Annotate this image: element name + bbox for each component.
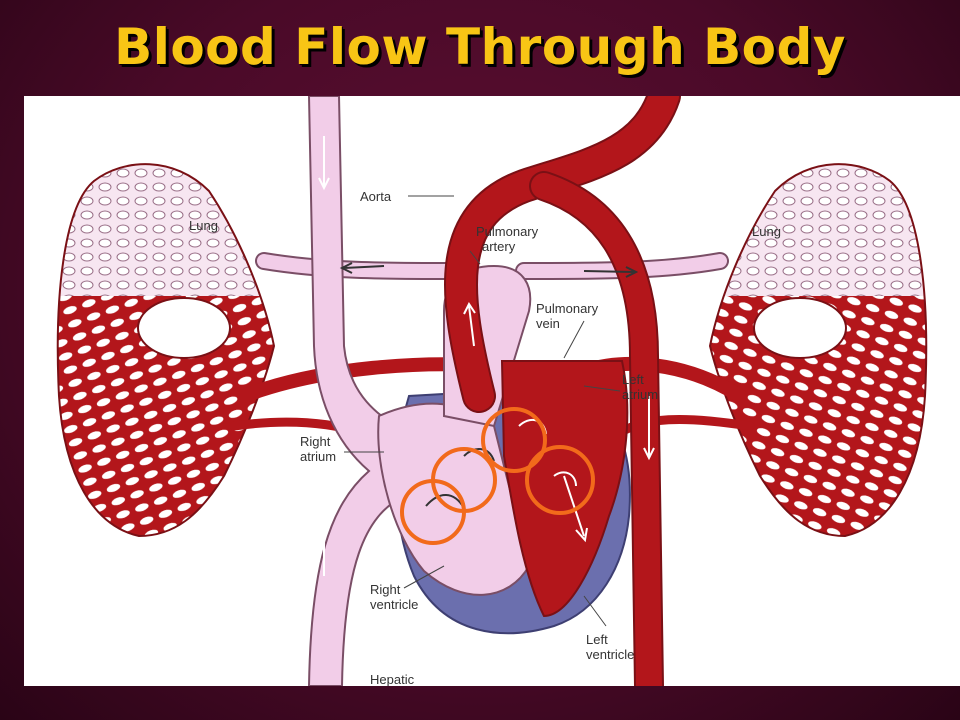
- label-left-ventricle-2: ventricle: [586, 647, 634, 662]
- heart-diagram: Aorta Pulmonary artery Pulmonary vein Lu…: [24, 96, 960, 686]
- aorta-vessel: [443, 96, 681, 686]
- highlight-circle-mitral: [481, 407, 547, 473]
- label-left-atrium: Left: [622, 372, 644, 387]
- highlight-circle-pulmonary: [431, 447, 497, 513]
- label-left-atrium-2: atrium: [622, 387, 658, 402]
- label-pulmonary-vein-2: vein: [536, 316, 560, 331]
- label-pulmonary-artery: Pulmonary: [476, 224, 539, 239]
- lung-left: [56, 163, 276, 538]
- label-left-ventricle: Left: [586, 632, 608, 647]
- label-right-atrium: Right: [300, 434, 331, 449]
- label-leaders: [344, 195, 621, 627]
- valve-highlights: [400, 407, 595, 545]
- slide-title: Blood Flow Through Body: [114, 18, 846, 76]
- label-right-ventricle-2: ventricle: [370, 597, 418, 612]
- highlight-circle-aortic: [525, 445, 595, 515]
- flow-arrows: [318, 101, 655, 576]
- label-lung-left: Lung: [189, 218, 218, 233]
- lung-right: [708, 163, 928, 538]
- heart: [377, 264, 631, 635]
- label-lung-right: Lung: [752, 224, 781, 239]
- label-pulmonary-vein: Pulmonary: [536, 301, 599, 316]
- circulation-svg: Aorta Pulmonary artery Pulmonary vein Lu…: [56, 96, 928, 686]
- label-hepatic: Hepatic: [370, 672, 415, 686]
- label-right-ventricle: Right: [370, 582, 401, 597]
- label-aorta: Aorta: [360, 189, 392, 204]
- label-pulmonary-artery-2: artery: [482, 239, 516, 254]
- label-right-atrium-2: atrium: [300, 449, 336, 464]
